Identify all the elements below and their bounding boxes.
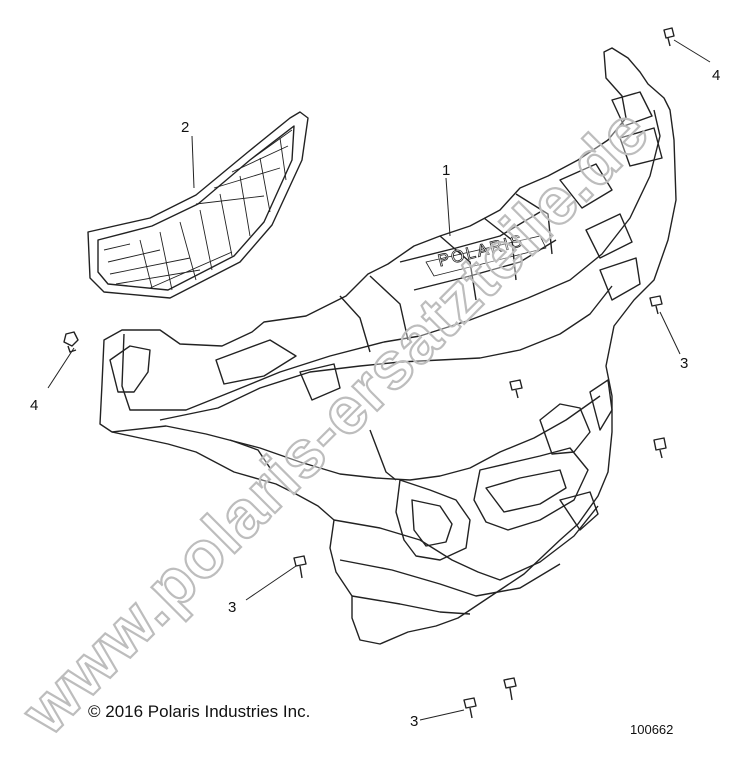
front-fascia xyxy=(99,47,677,645)
logo-area xyxy=(425,235,547,277)
fastener-bottom-1 xyxy=(503,677,517,701)
grille-insert xyxy=(87,111,309,299)
callout-4-left: 4 xyxy=(30,397,39,414)
fastener-bottom-2 xyxy=(463,697,477,719)
leader-lines xyxy=(47,39,711,721)
callout-2: 2 xyxy=(181,119,190,136)
callout-4-top: 4 xyxy=(712,67,721,84)
fastener-right-lower xyxy=(653,437,667,459)
fastener-left-nut xyxy=(63,331,79,353)
fastener-center xyxy=(509,379,523,399)
fastener-lower-left xyxy=(293,555,307,579)
copyright-notice: © 2016 Polaris Industries Inc. xyxy=(88,702,311,721)
figure-number: 100662 xyxy=(630,722,674,737)
callout-3-right: 3 xyxy=(680,355,689,372)
fastener-right-upper xyxy=(649,295,663,315)
callout-3-bottom: 3 xyxy=(410,713,419,730)
callout-1: 1 xyxy=(442,162,451,179)
fastener-top-right xyxy=(663,27,675,47)
callout-3-left: 3 xyxy=(228,599,237,616)
